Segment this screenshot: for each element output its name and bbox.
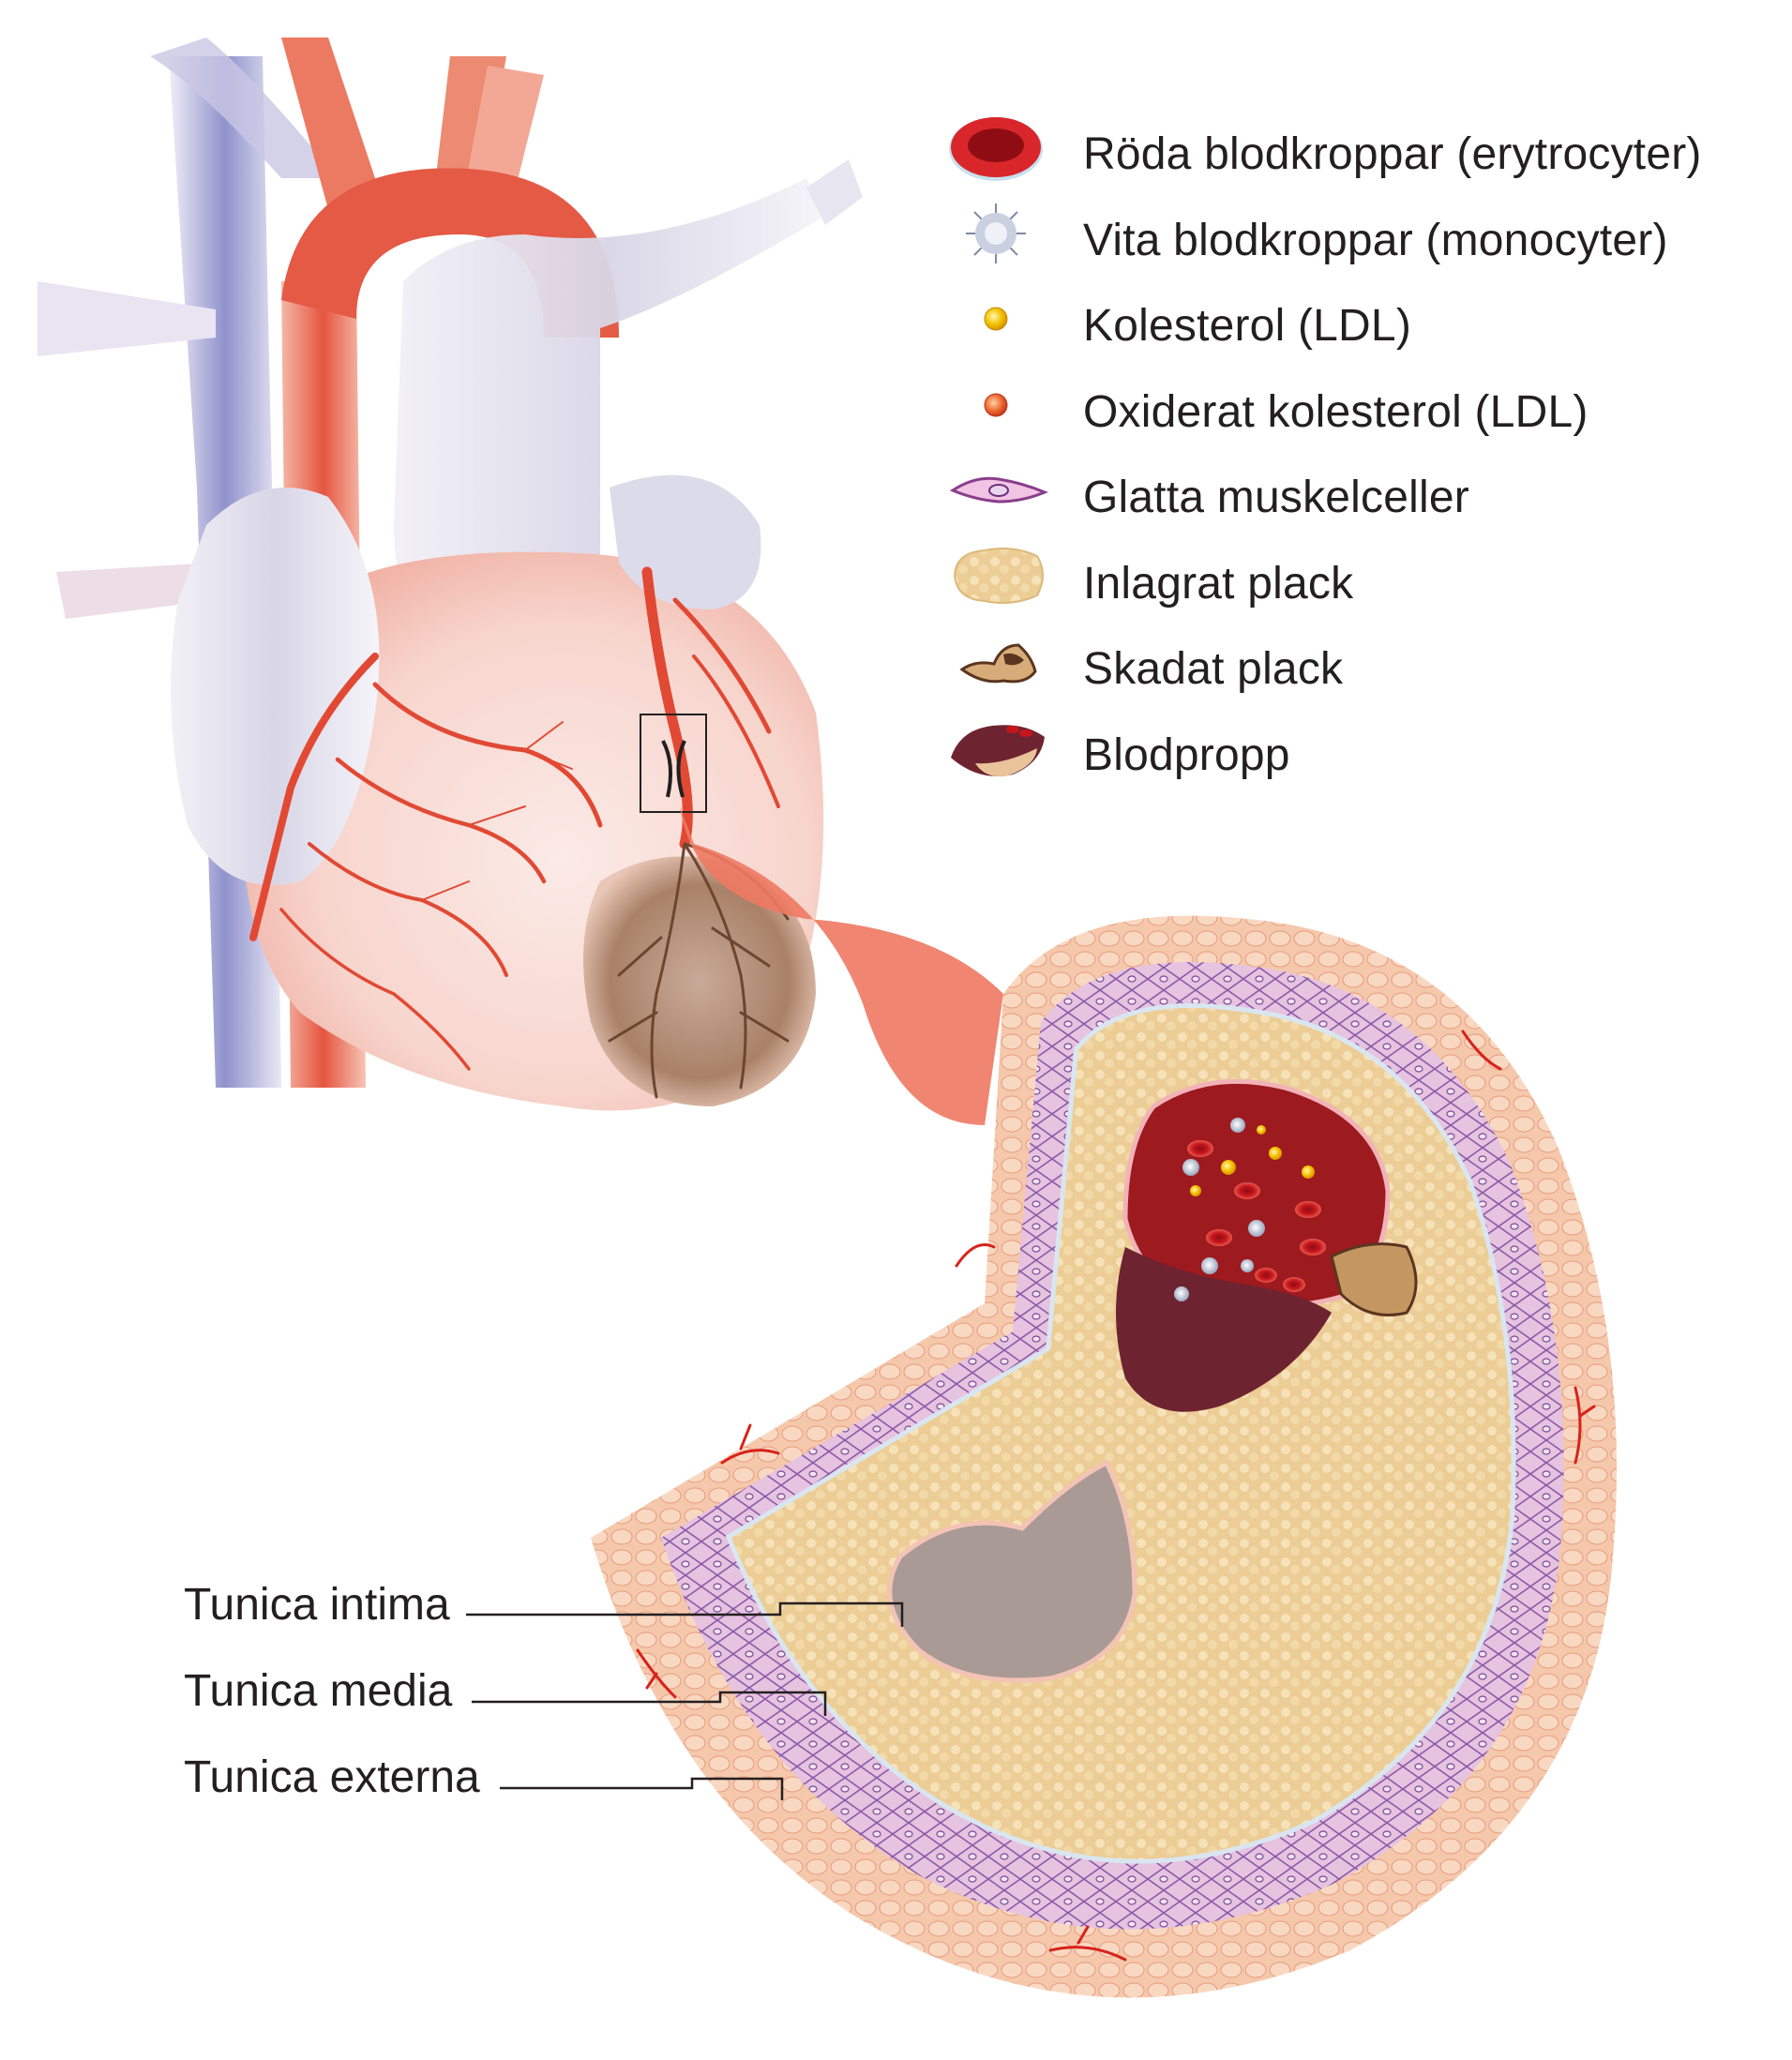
- white-blood-cell-icon: [966, 203, 1026, 263]
- legend: Röda blodkroppar (erytrocyter) Vita blod…: [947, 108, 1772, 794]
- red-blood-cell-icon: [949, 117, 1043, 181]
- legend-item-clot: Blodpropp: [947, 709, 1772, 795]
- legend-item-damaged-plaque: Skadat plack: [947, 623, 1772, 709]
- legend-label: Oxiderat kolesterol (LDL): [1083, 386, 1589, 437]
- legend-item-wbc: Vita blodkroppar (monocyter): [947, 194, 1772, 280]
- label-tunica-media: Tunica media: [184, 1666, 453, 1716]
- legend-label: Röda blodkroppar (erytrocyter): [1083, 129, 1702, 179]
- white-blood-cells: [1174, 1118, 1265, 1301]
- legend-label: Skadat plack: [1083, 644, 1344, 694]
- legend-item-ldl: Kolesterol (LDL): [947, 279, 1772, 366]
- zoom-connector: [680, 806, 1003, 1125]
- zoom-box: [640, 714, 707, 813]
- layer-pointers: [466, 1601, 904, 1800]
- legend-item-rbc: Röda blodkroppar (erytrocyter): [947, 108, 1772, 194]
- legend-item-oxldl: Oxiderat kolesterol (LDL): [947, 366, 1772, 452]
- damaged-plaque-icon: [959, 643, 1037, 684]
- smooth-muscle-cell-icon: [949, 476, 1048, 504]
- oxidized-cholesterol-icon: [984, 393, 1008, 416]
- cholesterol-icon: [984, 307, 1008, 331]
- blood-clot-icon: [951, 724, 1045, 776]
- legend-item-smooth-muscle: Glatta muskelceller: [947, 451, 1772, 537]
- legend-label: Blodpropp: [1083, 729, 1290, 780]
- ldl-particles: [1190, 1125, 1315, 1196]
- legend-label: Glatta muskelceller: [1083, 473, 1469, 522]
- legend-label: Inlagrat plack: [1083, 558, 1354, 609]
- heart: [38, 38, 863, 1111]
- label-tunica-externa: Tunica externa: [184, 1752, 480, 1802]
- legend-item-plaque: Inlagrat plack: [947, 537, 1772, 624]
- artery-cross-section: [591, 915, 1617, 1998]
- label-tunica-intima: Tunica intima: [184, 1580, 450, 1630]
- legend-label: Vita blodkroppar (monocyter): [1083, 215, 1668, 265]
- legend-label: Kolesterol (LDL): [1083, 301, 1412, 351]
- red-blood-cells: [1187, 1140, 1326, 1292]
- stored-plaque-icon: [953, 547, 1044, 604]
